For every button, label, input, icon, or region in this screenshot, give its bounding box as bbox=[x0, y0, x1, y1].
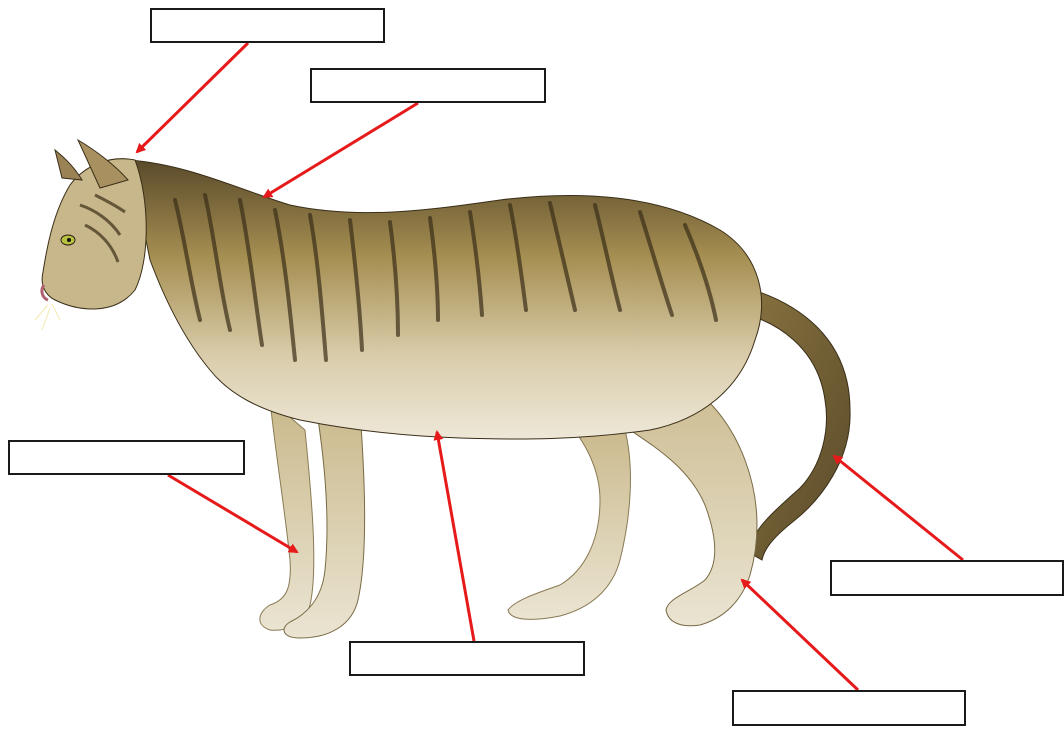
arrow-belly bbox=[437, 432, 474, 641]
arrow-hindfoot bbox=[742, 580, 858, 690]
label-box-ear[interactable] bbox=[150, 8, 385, 43]
arrow-foreleg bbox=[168, 475, 297, 552]
cat-ear-back bbox=[55, 150, 82, 180]
cat-head bbox=[42, 159, 146, 309]
label-box-foreleg[interactable] bbox=[8, 440, 245, 475]
cat-hind-leg-far bbox=[508, 420, 630, 619]
label-box-belly[interactable] bbox=[349, 641, 585, 676]
label-box-neck[interactable] bbox=[310, 68, 546, 103]
cat-whiskers bbox=[35, 304, 60, 330]
label-box-hindfoot[interactable] bbox=[732, 690, 966, 726]
arrow-neck bbox=[264, 103, 418, 197]
label-box-tail[interactable] bbox=[830, 560, 1064, 596]
arrow-ear bbox=[137, 43, 248, 152]
cat-front-leg-far bbox=[260, 400, 314, 630]
arrow-tail bbox=[834, 456, 963, 560]
